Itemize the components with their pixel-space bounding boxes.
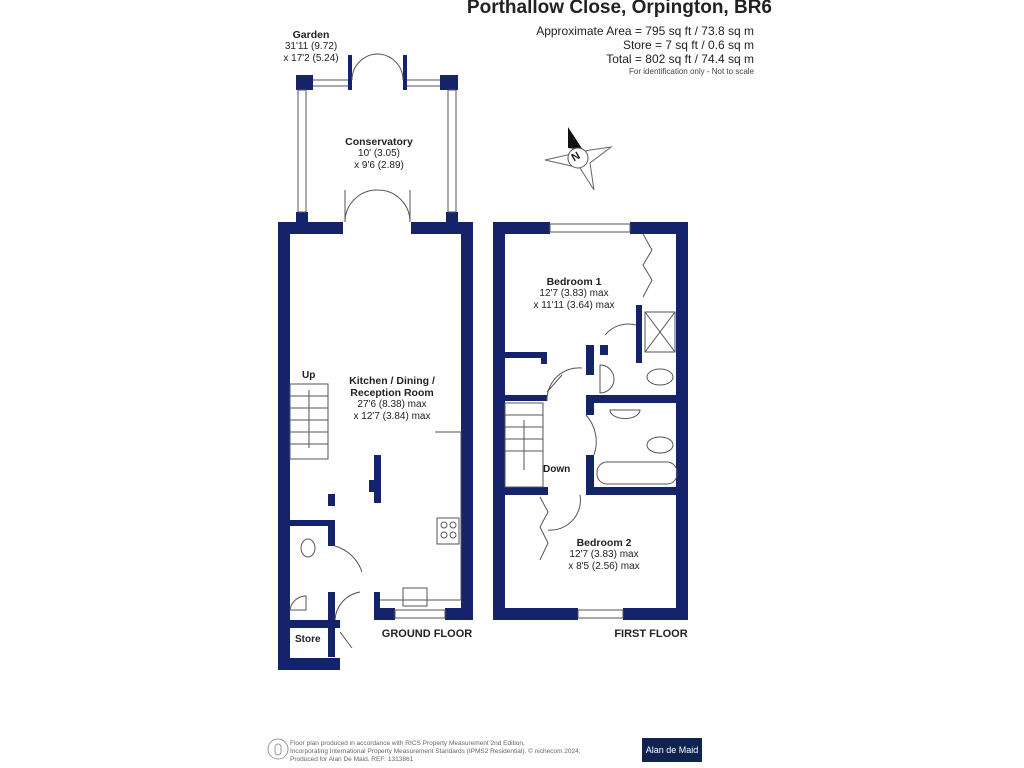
room-name: Reception Room <box>350 387 434 399</box>
room-dimension: 12'7 (3.83) max <box>569 549 639 560</box>
room-dimension: x 17'2 (5.24) <box>283 53 339 64</box>
footer-disclaimer: Floor plan produced in accordance with R… <box>290 740 581 764</box>
stairs-down-label: Down <box>543 464 571 475</box>
first-floor-label: FIRST FLOOR <box>614 628 688 640</box>
footer-line: Floor plan produced in accordance with R… <box>290 740 525 747</box>
scale-note: For identification only - Not to scale <box>629 67 754 76</box>
fixtures <box>289 53 678 649</box>
room-dimension: 10' (3.05) <box>358 148 400 159</box>
room-name: Kitchen / Dining / <box>349 375 435 387</box>
room-name: Bedroom 2 <box>576 537 632 549</box>
area-line: Approximate Area = 795 sq ft / 73.8 sq m <box>536 24 754 38</box>
ground-floor-label: GROUND FLOOR <box>381 628 473 640</box>
room-label-store: Store <box>295 634 321 645</box>
walls <box>278 55 688 670</box>
area-line: Store = 7 sq ft / 0.6 sq m <box>622 38 754 52</box>
room-dimension: 31'11 (9.72) <box>284 41 338 52</box>
compass-icon <box>544 127 613 191</box>
property-title: Porthallow Close, Orpington, BR6 <box>466 0 772 18</box>
room-name: Conservatory <box>345 136 413 148</box>
area-line: Total = 802 sq ft / 74.4 sq m <box>606 52 754 66</box>
room-dimension: x 12'7 (3.84) max <box>353 411 431 422</box>
footer-line: Produced for Alan De Maid. REF: 1313861 <box>290 756 414 763</box>
room-dimension: x 11'11 (3.64) max <box>533 300 615 311</box>
room-dimension: 12'7 (3.83) max <box>539 288 609 299</box>
brand-logo: Alan de Maid <box>642 738 702 762</box>
footer-line: Incorporating International Property Mea… <box>290 748 581 755</box>
room-name: Garden <box>292 29 330 41</box>
room-dimension: x 8'5 (2.56) max <box>568 561 640 572</box>
room-name: Bedroom 1 <box>546 276 602 288</box>
stairs-up-label: Up <box>302 370 316 381</box>
room-dimension: 27'6 (8.38) max <box>357 399 427 410</box>
room-dimension: x 9'6 (2.89) <box>354 160 404 171</box>
